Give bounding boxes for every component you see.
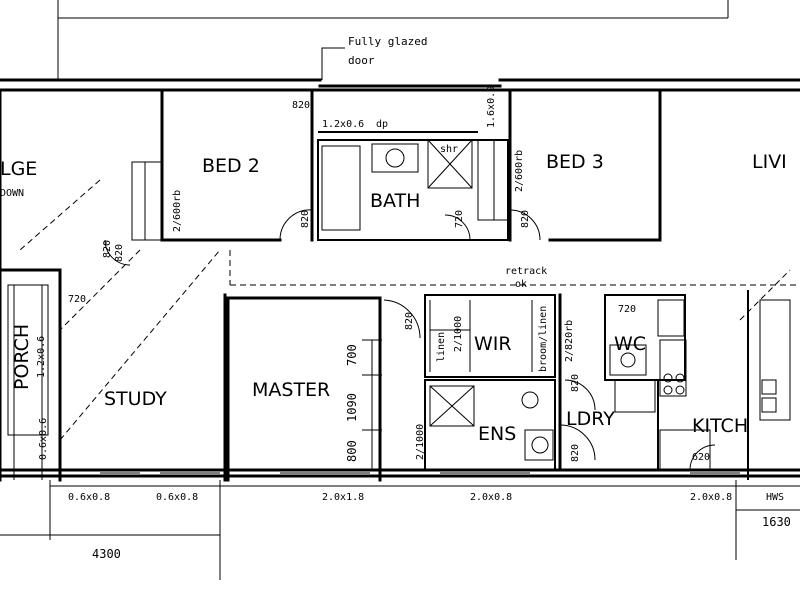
note-downpipe: dp — [376, 119, 388, 130]
note-hws: HWS — [766, 492, 784, 503]
room-bath-label: BATH — [370, 190, 420, 212]
label-dim-800: 800 — [345, 440, 359, 462]
label-door-720-wc: 720 — [618, 304, 636, 315]
label-door-laundry-b: 820 — [570, 444, 581, 462]
label-door-laundry: 820 — [570, 374, 581, 392]
label-door-720-bath: 720 — [454, 210, 465, 228]
room-master-label: MASTER — [252, 379, 330, 401]
note-glazed-door-2: door — [348, 54, 375, 67]
label-door-study: 820 — [102, 240, 113, 258]
label-dim-1630: 1630 — [762, 515, 791, 529]
label-door-720-left: 720 — [68, 294, 86, 305]
note-retrack: retrack — [505, 266, 547, 277]
label-linen: linen — [436, 332, 447, 362]
note-leader — [322, 48, 345, 80]
room-lounge-label: LGE — [0, 158, 37, 180]
label-window-porch: 1.2x0.6 — [36, 336, 47, 378]
label-wir-window: 2/1000 — [453, 316, 464, 352]
label-window-0608-left: 0.6x0.6 — [38, 418, 49, 460]
bed2-walls — [132, 90, 312, 240]
label-dim-700: 700 — [345, 344, 359, 366]
room-wc-label: WC — [614, 333, 646, 355]
label-ok: ok — [515, 279, 527, 290]
note-shower: shr — [440, 144, 458, 155]
label-door-bath: 820 — [300, 210, 311, 228]
label-dim-4300: 4300 — [92, 547, 121, 561]
label-door-bed3: 820 — [520, 210, 531, 228]
dimension-lines — [0, 480, 800, 580]
master-walls — [228, 298, 420, 480]
porch-walls — [8, 285, 48, 480]
label-window-study-2: 0.6x0.8 — [156, 492, 198, 503]
note-glazed-door-1: Fully glazed — [348, 35, 427, 48]
room-bed3-label: BED 3 — [546, 151, 604, 173]
hall-ceiling-line — [20, 180, 800, 285]
boundary-lines — [58, 0, 728, 80]
label-ens-window: 2/1000 — [415, 424, 426, 460]
wir-walls — [425, 295, 555, 377]
label-window-study-1: 0.6x0.8 — [68, 492, 110, 503]
room-porch-label: PORCH — [11, 324, 33, 390]
label-robe-laundry: 2/820rb — [564, 320, 575, 362]
label-broom-linen: broom/linen — [538, 306, 549, 372]
room-laundry-label: LDRY — [566, 408, 615, 430]
label-robe-bed3: 2/600rb — [514, 150, 525, 192]
label-door-bed2: 820 — [114, 244, 125, 262]
room-lounge-sub-label: DOWN — [0, 188, 24, 199]
label-door-620: 620 — [692, 452, 710, 463]
room-study-label: STUDY — [104, 388, 167, 410]
label-robe-bed2: 2/600rb — [172, 190, 183, 232]
label-window-ens: 2.0x0.8 — [470, 492, 512, 503]
label-window-bed3: 1.6x0.9 — [486, 86, 497, 128]
label-door-820-top: 820 — [292, 100, 310, 111]
label-window-bath: 1.2x0.6 — [322, 119, 364, 130]
label-window-kitchen: 2.0x0.8 — [690, 492, 732, 503]
room-living-label: LIVI — [752, 151, 787, 173]
external-walls — [0, 80, 800, 480]
study-walls — [0, 240, 225, 480]
ensuite-walls — [425, 380, 555, 470]
label-window-master: 2.0x1.8 — [322, 492, 364, 503]
room-bed2-label: BED 2 — [202, 155, 260, 177]
room-wir-label: WIR — [474, 333, 512, 355]
bath-walls — [318, 132, 508, 240]
label-dim-1090: 1090 — [345, 393, 359, 422]
kitchen-walls — [658, 270, 790, 480]
room-ens-label: ENS — [478, 423, 516, 445]
laundry-wc-walls — [560, 295, 685, 470]
front-wall — [0, 470, 800, 486]
label-door-master: 820 — [404, 312, 415, 330]
room-kitchen-label: KITCH — [692, 415, 748, 437]
